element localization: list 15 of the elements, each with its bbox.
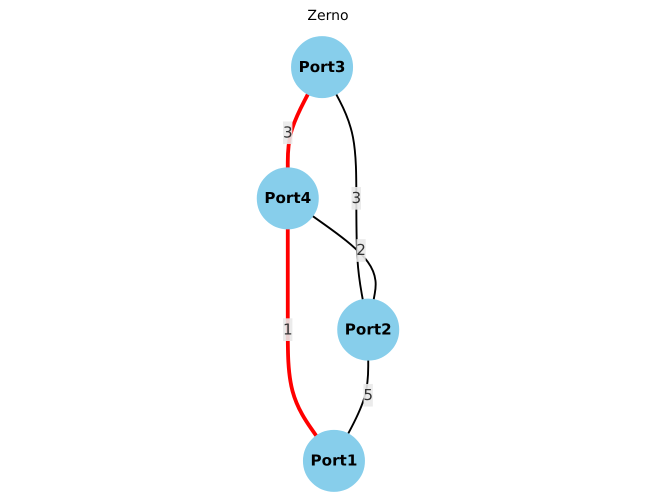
connector <box>347 360 370 434</box>
node-circle: Port2 <box>337 298 400 361</box>
connector <box>335 94 364 300</box>
connector <box>286 228 318 437</box>
node-circle: Port4 <box>256 167 319 230</box>
node-circle: Port3 <box>291 36 354 98</box>
edge-label: 3 <box>282 123 293 142</box>
edge-label: 3 <box>352 188 362 207</box>
edge-label: 1 <box>282 320 293 338</box>
diagram-title: Zerno <box>307 8 349 24</box>
node-circle: Port1 <box>302 430 365 492</box>
edge-label: 2 <box>356 241 366 260</box>
edge-label: 5 <box>363 386 374 404</box>
connector <box>312 215 377 300</box>
connector <box>286 93 310 168</box>
